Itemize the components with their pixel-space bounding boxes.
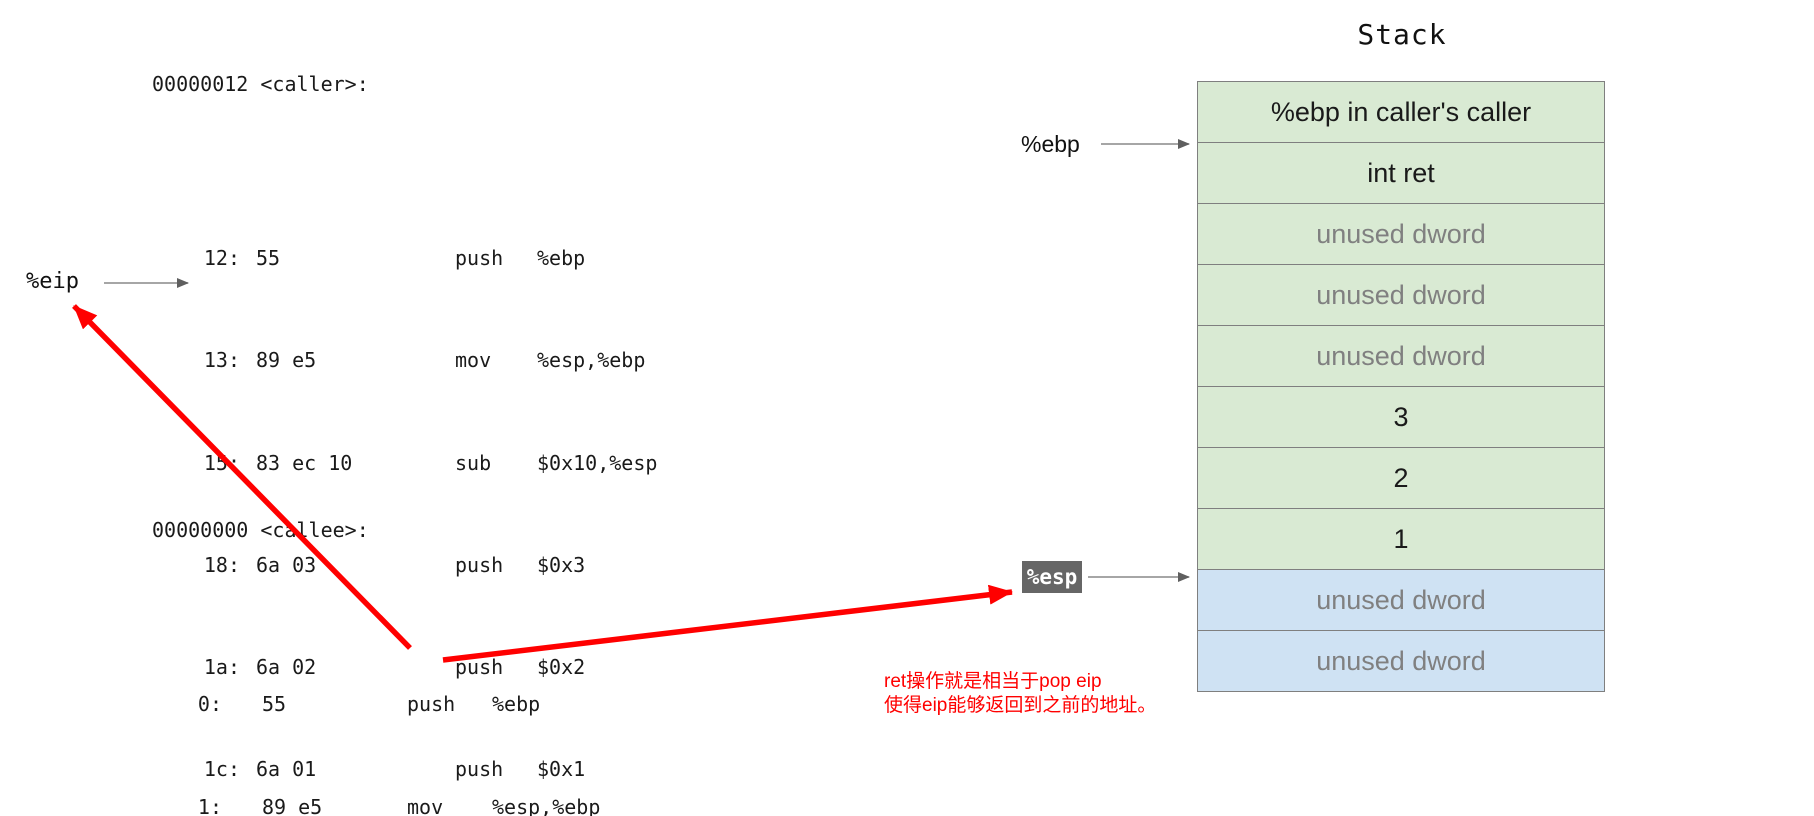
stack-cell: unused dword [1197, 264, 1605, 326]
code-bytes: 55 [262, 692, 287, 716]
stack-cell: 3 [1197, 386, 1605, 448]
stack-cell: int ret [1197, 142, 1605, 204]
code-bytes: 89 e5 [256, 348, 317, 373]
stack-cell-label: 3 [1393, 401, 1409, 432]
stack-cell-label: unused dword [1316, 279, 1486, 310]
code-mnemonic: push [407, 692, 456, 716]
code-line: 13: 89 e5 mov %esp,%ebp [150, 345, 718, 375]
code-address: 1: [197, 795, 222, 816]
stack-cell: unused dword [1197, 569, 1605, 631]
callee-header: 00000000 <callee>: [152, 518, 369, 542]
stack-cell-label: unused dword [1316, 645, 1486, 676]
code-operands: $0x1 [537, 757, 586, 782]
ret-annotation-line1: ret操作就是相当于pop eip [884, 671, 1102, 692]
callee-lines: 0: 55 push %ebp 1: 89 e5 mov %esp,%ebp 3… [150, 593, 673, 816]
code-address: 13: [203, 348, 240, 373]
stack-cell-label: 1 [1393, 523, 1409, 554]
code-bytes: 6a 02 [256, 655, 317, 680]
code-address: 12: [203, 246, 240, 270]
stack-cell-label: 2 [1393, 462, 1409, 493]
code-bytes: 89 e5 [262, 795, 323, 816]
stack-cell: 1 [1197, 508, 1605, 570]
code-address: 1a: [203, 655, 240, 680]
ret-annotation: ret操作就是相当于pop eip 使得eip能够返回到之前的地址。 [884, 670, 1156, 718]
code-mnemonic: push [455, 246, 504, 270]
caller-header: 00000012 <caller>: [152, 72, 369, 96]
code-mnemonic: push [455, 552, 504, 577]
code-line: 0: 55 push %ebp [150, 689, 673, 720]
esp-register-label: %esp [1022, 561, 1082, 593]
code-operands: %esp,%ebp [492, 795, 601, 816]
code-operands: $0x10,%esp [537, 450, 658, 475]
stack-cell-label: unused dword [1316, 218, 1486, 249]
callee-disassembly: 00000000 <callee>: 0: 55 push %ebp 1: 89… [150, 467, 673, 816]
ebp-register-label: %ebp [1021, 131, 1080, 157]
ret-annotation-line2: 使得eip能够返回到之前的地址。 [884, 695, 1157, 716]
code-operands: $0x3 [537, 552, 586, 577]
stack-table: %ebp in caller's caller int ret unused d… [1197, 81, 1605, 692]
code-operands: %esp,%ebp [537, 348, 646, 373]
stack-cell-label: int ret [1367, 157, 1435, 188]
stack-cell: unused dword [1197, 630, 1605, 692]
code-mnemonic: push [455, 757, 504, 782]
code-address: 0: [197, 692, 222, 716]
eip-register-label: %eip [26, 269, 79, 294]
code-mnemonic: sub [455, 450, 492, 475]
code-line: 12: 55 push %ebp [150, 243, 718, 273]
stack-title: Stack [1357, 18, 1447, 51]
stack-cell: %ebp in caller's caller [1197, 81, 1605, 143]
stack-cell-label: unused dword [1316, 340, 1486, 371]
code-bytes: 6a 01 [256, 757, 317, 782]
code-line: 1c: 6a 01 push $0x1 [150, 754, 718, 784]
code-mnemonic: mov [407, 795, 444, 816]
stack-cell: unused dword [1197, 325, 1605, 387]
stack-cell-label: unused dword [1316, 584, 1486, 615]
code-mnemonic: mov [455, 348, 492, 373]
stack-cell-label: %ebp in caller's caller [1270, 96, 1532, 127]
code-line: 1: 89 e5 mov %esp,%ebp [150, 792, 673, 816]
code-operands: %ebp [492, 692, 541, 716]
code-bytes: 55 [256, 246, 281, 270]
stack-cell: unused dword [1197, 203, 1605, 265]
code-operands: %ebp [537, 246, 586, 270]
stack-cell: 2 [1197, 447, 1605, 509]
code-address: 1c: [203, 757, 240, 782]
